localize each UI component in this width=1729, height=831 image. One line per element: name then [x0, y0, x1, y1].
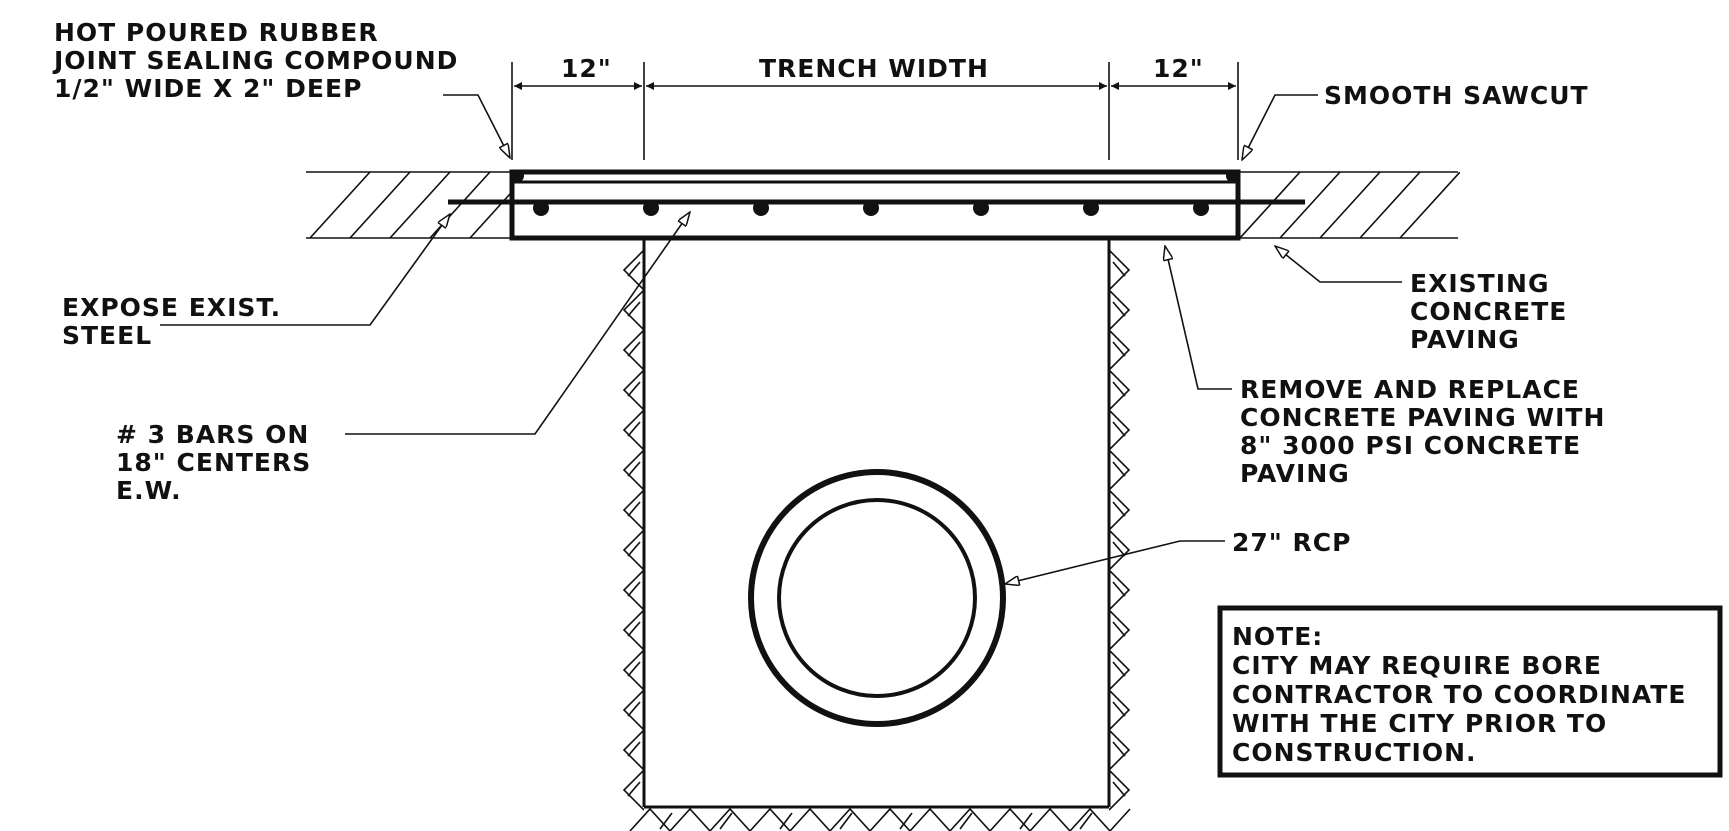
label-sawcut: SMOOTH SAWCUT	[1324, 81, 1589, 110]
label-joint-3: 1/2" WIDE X 2" DEEP	[54, 74, 362, 103]
label-bars-3: E.W.	[116, 476, 182, 505]
dim-right-label: 12"	[1153, 54, 1204, 83]
dimension-line	[511, 62, 1239, 160]
note-line-1: CITY MAY REQUIRE BORE	[1232, 651, 1602, 680]
dim-center-label: TRENCH WIDTH	[759, 54, 989, 83]
label-expose-1: EXPOSE EXIST.	[62, 293, 281, 322]
label-existing-2: CONCRETE	[1410, 297, 1567, 326]
label-expose-2: STEEL	[62, 321, 152, 350]
note-line-4: CONSTRUCTION.	[1232, 738, 1477, 767]
existing-paving-left	[306, 171, 510, 239]
note-box: NOTE: CITY MAY REQUIRE BORE CONTRACTOR T…	[1217, 605, 1723, 778]
label-bars-2: 18" CENTERS	[116, 448, 311, 477]
label-replace-4: PAVING	[1240, 459, 1350, 488]
label-bars-1: # 3 BARS ON	[116, 420, 309, 449]
label-joint-1: HOT POURED RUBBER	[54, 18, 379, 47]
label-replace-1: REMOVE AND REPLACE	[1240, 375, 1580, 404]
label-existing-1: EXISTING	[1410, 269, 1549, 298]
label-replace-3: 8" 3000 PSI CONCRETE	[1240, 431, 1581, 460]
label-existing-3: PAVING	[1410, 325, 1520, 354]
rcp-pipe	[748, 469, 1006, 727]
note-line-3: WITH THE CITY PRIOR TO	[1232, 709, 1607, 738]
trench	[622, 238, 1131, 831]
note-line-2: CONTRACTOR TO COORDINATE	[1232, 680, 1686, 709]
existing-paving-right	[1240, 171, 1460, 239]
label-replace-2: CONCRETE PAVING WITH	[1240, 403, 1605, 432]
replacement-slab	[448, 169, 1305, 241]
dim-left-label: 12"	[561, 54, 612, 83]
label-rcp: 27" RCP	[1232, 528, 1351, 557]
label-joint-2: JOINT SEALING COMPOUND	[52, 46, 458, 75]
note-title: NOTE:	[1232, 622, 1323, 651]
leader-lines	[160, 94, 1402, 584]
